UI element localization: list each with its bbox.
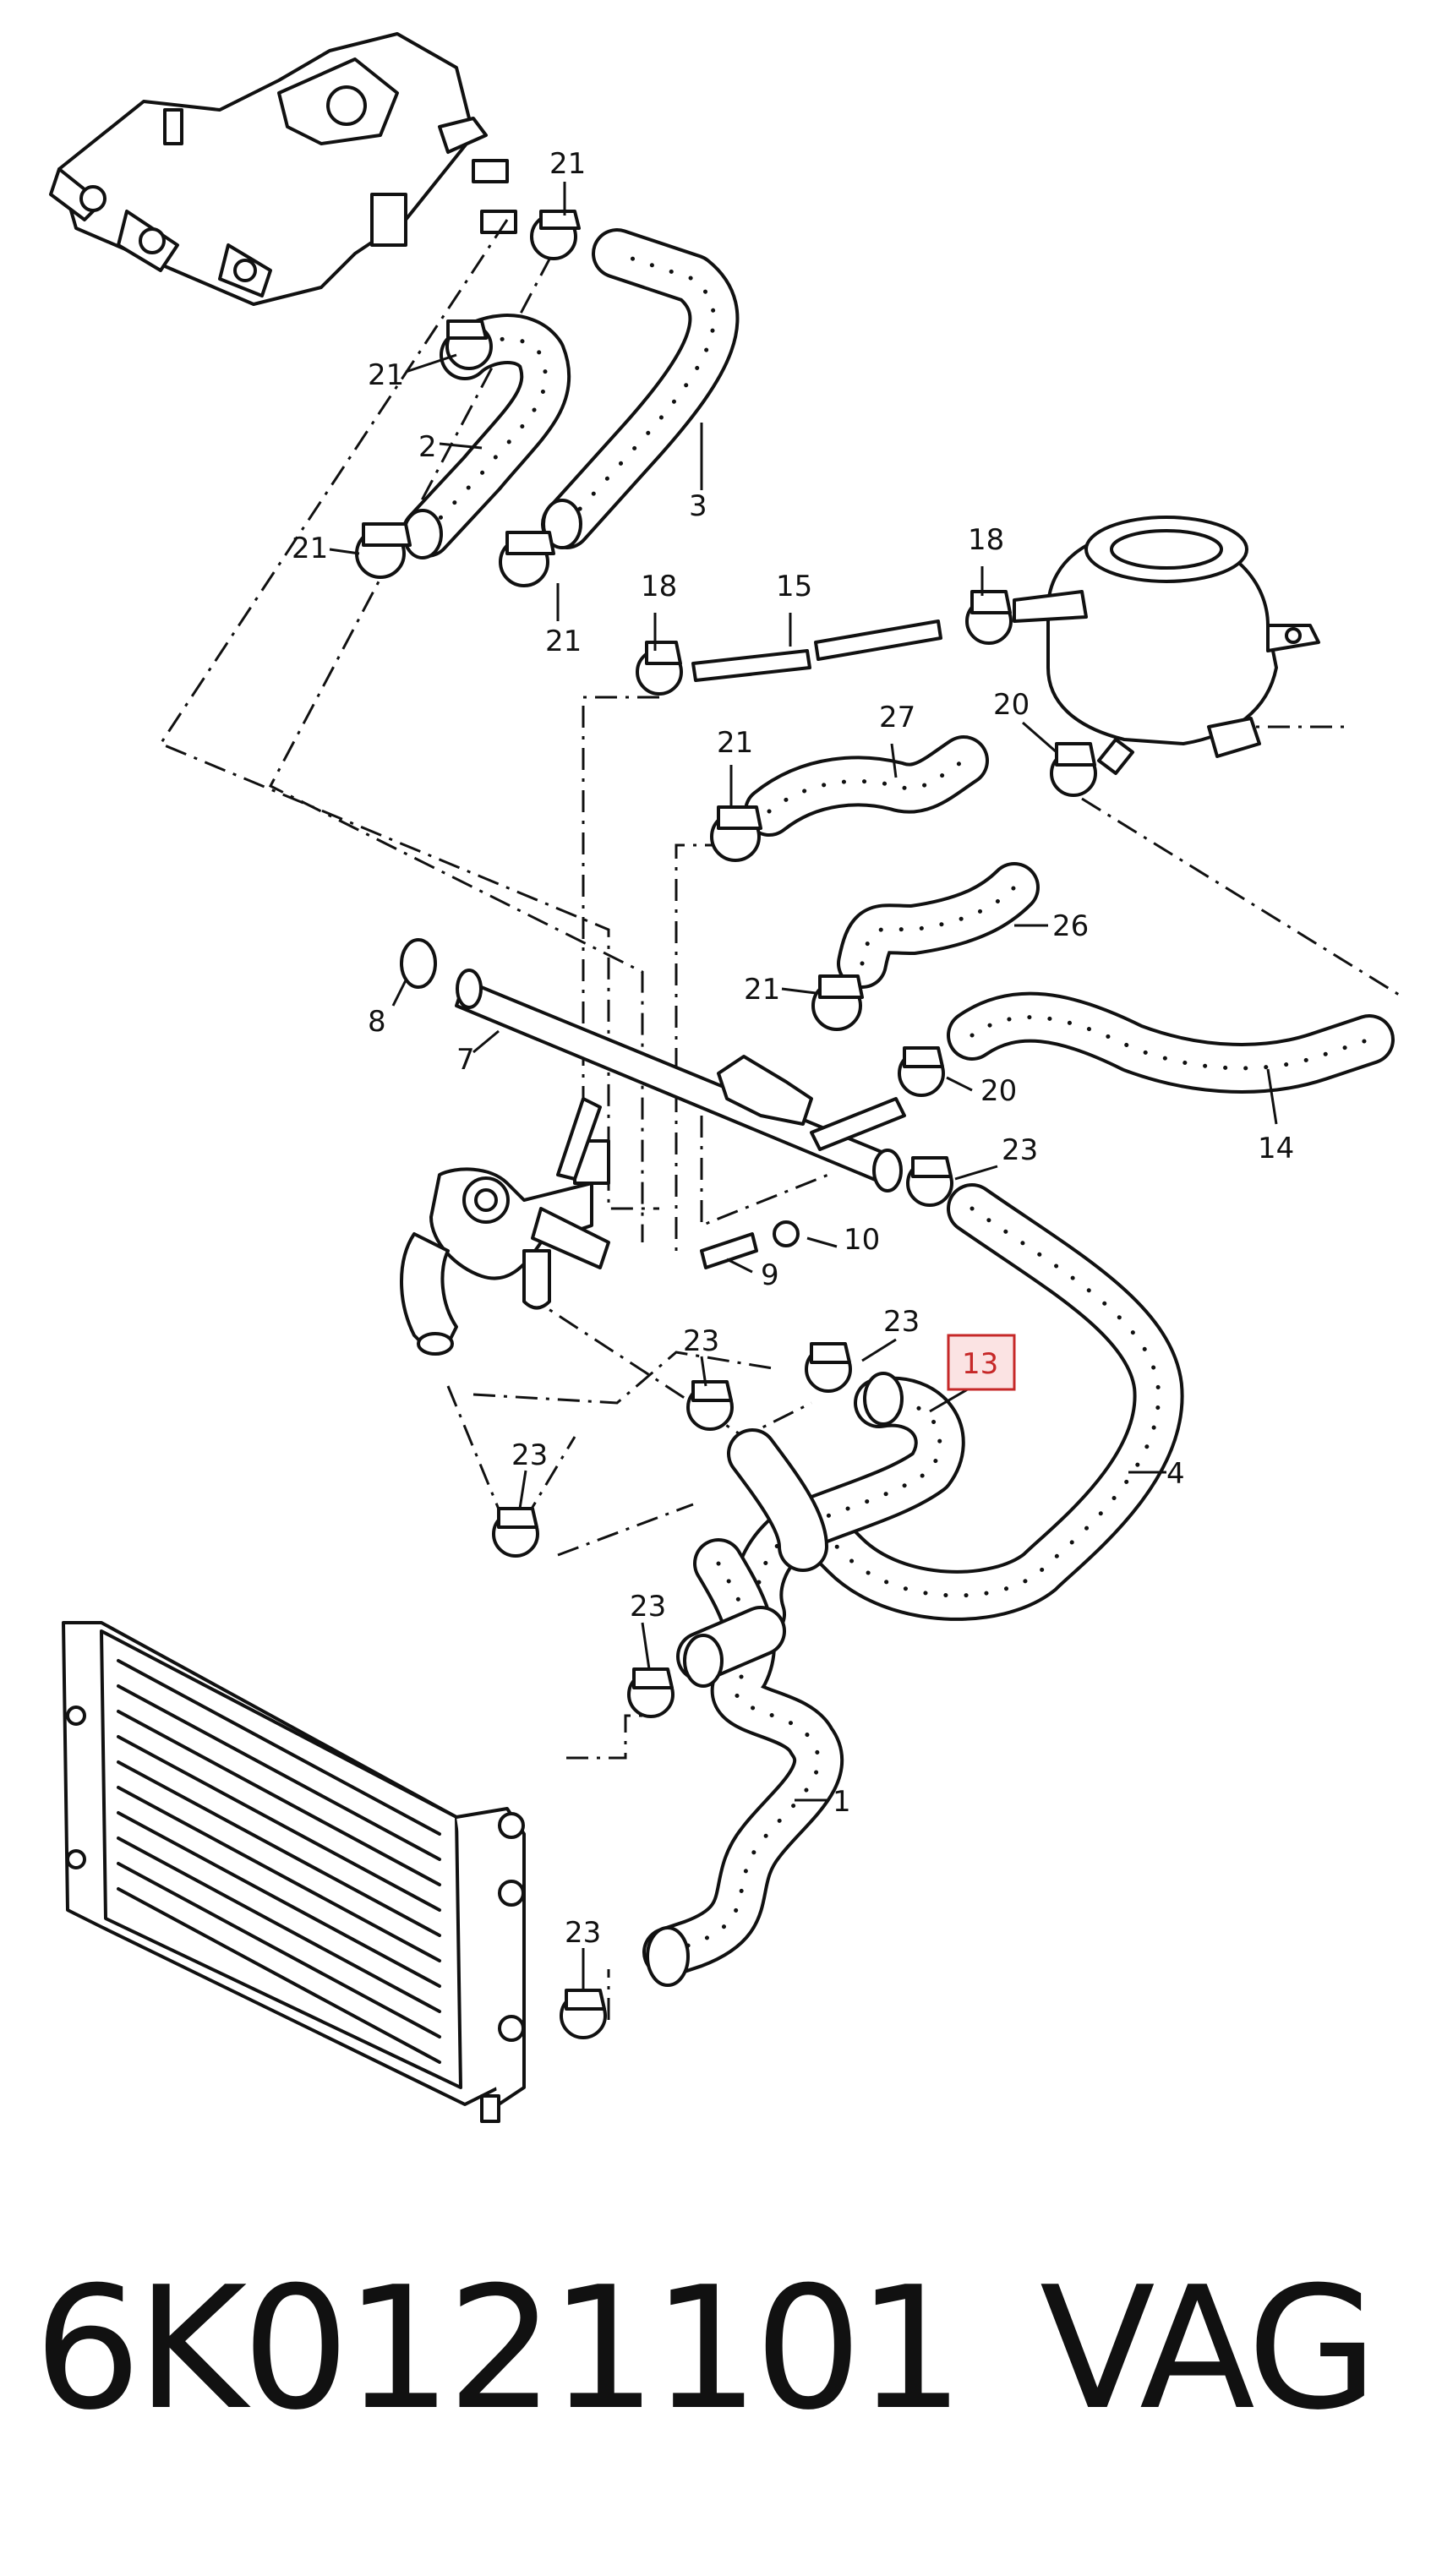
callout-14: 14 — [1258, 1132, 1294, 1165]
callout-21: 21 — [368, 358, 404, 392]
clamp-21-d — [499, 531, 555, 587]
callout-20: 20 — [993, 688, 1030, 722]
callout-15: 15 — [776, 570, 812, 603]
callout-23: 23 — [565, 1916, 601, 1950]
clamp-21-c — [355, 522, 412, 579]
clamp-18-b — [965, 590, 1013, 645]
callout-21: 21 — [717, 726, 753, 760]
callout-8: 8 — [368, 1005, 386, 1039]
hose-27 — [744, 735, 989, 837]
hose-15 — [691, 619, 942, 682]
hose-4 — [786, 1183, 1184, 1621]
callouts: 21 21 2 3 21 21 18 15 18 27 20 21 26 21 … — [292, 147, 1294, 1950]
leader-lines — [329, 182, 1278, 1990]
callout-9: 9 — [761, 1258, 779, 1292]
callout-23: 23 — [1002, 1133, 1038, 1167]
hose-14 — [947, 991, 1395, 1094]
clamp-23-c — [686, 1380, 734, 1431]
callout-23: 23 — [683, 1324, 719, 1358]
part-number: 6K0121101 — [34, 2251, 964, 2448]
engine-head — [49, 32, 517, 306]
footer: 6K0121101 VAG — [0, 2248, 1431, 2502]
hose-1 — [642, 1538, 844, 1987]
seal-8 — [400, 938, 437, 989]
callout-21: 21 — [744, 973, 780, 1007]
radiator — [62, 1621, 526, 2123]
callout-2: 2 — [418, 430, 437, 464]
callout-13: 13 — [962, 1347, 998, 1381]
callout-13-highlight: 13 — [947, 1334, 1016, 1391]
callout-18: 18 — [968, 523, 1004, 557]
callout-4: 4 — [1166, 1457, 1185, 1491]
callout-10: 10 — [844, 1223, 880, 1257]
clamp-18-a — [636, 641, 683, 696]
clamp-23-d — [492, 1507, 539, 1558]
clamp-23-f — [560, 1989, 607, 2039]
clamp-20-a — [1050, 742, 1097, 797]
clamp-23-b — [805, 1342, 852, 1393]
callout-3: 3 — [689, 489, 707, 523]
callout-23: 23 — [883, 1305, 920, 1339]
clamp-20-b — [898, 1046, 945, 1097]
brand-name: VAG — [1040, 2251, 1378, 2448]
clamp-21-a — [530, 210, 581, 260]
callout-27: 27 — [879, 701, 915, 734]
clamp-23-a — [906, 1156, 953, 1207]
clamp-21-b — [445, 319, 493, 370]
callout-20: 20 — [980, 1074, 1017, 1108]
callout-23: 23 — [511, 1438, 548, 1472]
clamps — [355, 210, 1097, 2039]
clamp-21-e — [710, 805, 762, 862]
clamp-21-f — [811, 974, 864, 1031]
expansion-tank — [1013, 516, 1320, 775]
hose-3 — [541, 228, 740, 549]
callout-18: 18 — [641, 570, 677, 603]
callout-1: 1 — [833, 1785, 851, 1819]
callout-26: 26 — [1052, 909, 1089, 943]
callout-21: 21 — [292, 532, 328, 565]
clamp-23-e — [627, 1667, 675, 1718]
hose-13 — [727, 1372, 965, 1640]
callout-21: 21 — [545, 625, 582, 658]
callout-23: 23 — [630, 1590, 666, 1624]
callout-7: 7 — [456, 1043, 475, 1077]
callout-21: 21 — [549, 147, 586, 181]
hose-26 — [837, 862, 1040, 989]
thermostat-housing — [400, 1055, 906, 1356]
